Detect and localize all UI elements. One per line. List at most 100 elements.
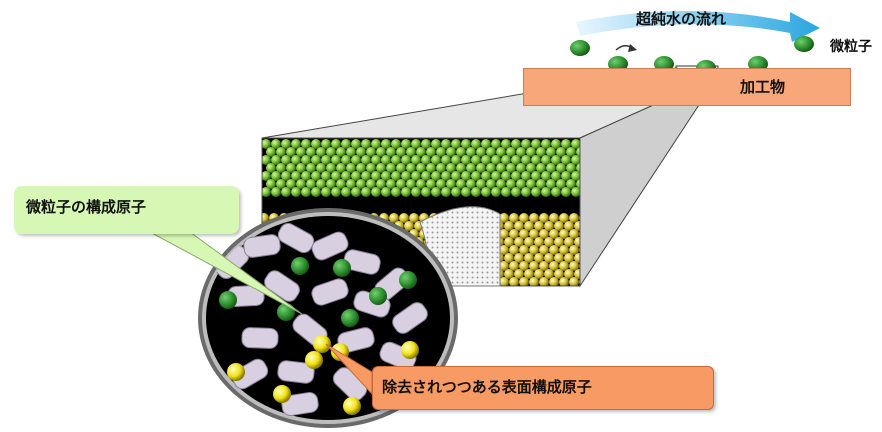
green-atom <box>266 147 276 157</box>
green-atom <box>561 187 571 197</box>
yellow-atom <box>564 269 574 279</box>
green-atom <box>406 179 416 189</box>
yellow-atom <box>524 269 534 279</box>
green-atom <box>331 171 341 181</box>
green-atom <box>311 187 321 197</box>
green-atom <box>401 171 411 181</box>
green-atom <box>361 187 371 197</box>
green-atom <box>506 147 516 157</box>
yellow-atom <box>499 229 509 239</box>
green-atom <box>476 147 486 157</box>
yellow-atom <box>539 277 549 286</box>
green-atom <box>466 147 476 157</box>
green-atom <box>411 139 421 149</box>
green-atom <box>521 171 531 181</box>
yellow-atom <box>262 213 269 223</box>
green-atom <box>501 155 511 165</box>
green-atom <box>351 155 361 165</box>
green-atom <box>461 187 471 197</box>
green-atom <box>436 147 446 157</box>
green-atom <box>271 155 281 165</box>
yellow-atom <box>594 269 604 279</box>
yellow-atom <box>559 245 569 255</box>
green-atom <box>541 187 551 197</box>
white-atom <box>392 302 428 334</box>
green-atom <box>366 147 376 157</box>
green-atom <box>466 179 476 189</box>
green-atom <box>326 147 336 157</box>
yellow-atom <box>529 213 539 223</box>
green-atom <box>506 179 516 189</box>
green-atom <box>571 139 580 149</box>
green-atom <box>336 163 346 173</box>
green-atom <box>436 163 446 173</box>
yellow-atom <box>569 229 579 239</box>
green-atom <box>262 171 271 181</box>
yellow-atom <box>534 269 544 279</box>
green-atom <box>561 155 571 165</box>
green-atom <box>536 163 546 173</box>
green-atom <box>491 187 501 197</box>
yellow-atom <box>524 253 534 263</box>
green-atom <box>386 163 396 173</box>
green-atom <box>341 139 351 149</box>
green-atom <box>501 171 511 181</box>
green-atom <box>386 179 396 189</box>
yellow-atom <box>519 261 529 271</box>
yellow-atom <box>313 335 331 353</box>
green-atom <box>521 187 531 197</box>
green-atom <box>361 171 371 181</box>
yellow-atom <box>534 221 544 231</box>
yellow-atom <box>509 229 519 239</box>
green-atom <box>491 139 501 149</box>
green-atom <box>321 155 331 165</box>
white-atom <box>281 391 319 417</box>
green-atom <box>511 155 521 165</box>
green-atom <box>399 271 417 289</box>
green-atom <box>481 187 491 197</box>
yellow-atom <box>559 261 569 271</box>
green-atom <box>546 179 556 189</box>
green-atom <box>381 139 391 149</box>
green-atom <box>262 155 271 165</box>
green-atom <box>561 139 571 149</box>
yellow-atom <box>559 213 569 223</box>
green-atom <box>446 163 456 173</box>
green-atom <box>396 163 406 173</box>
green-atom <box>576 163 580 173</box>
green-atom <box>291 257 309 275</box>
yellow-atom <box>305 351 323 369</box>
yellow-atom <box>559 229 569 239</box>
green-atom <box>531 155 541 165</box>
yellow-atom <box>574 269 580 279</box>
yellow-atom <box>409 213 419 223</box>
green-atom <box>426 163 436 173</box>
workpiece <box>523 68 851 106</box>
green-atom <box>391 187 401 197</box>
yellow-atom <box>534 237 544 247</box>
green-atom <box>426 147 436 157</box>
green-atom <box>356 179 366 189</box>
white-atom <box>311 278 349 306</box>
green-atom <box>431 187 441 197</box>
green-atom <box>333 259 351 277</box>
yellow-atom <box>529 245 539 255</box>
green-atom <box>326 163 336 173</box>
yellow-atom <box>554 221 564 231</box>
yellow-atom <box>509 245 519 255</box>
green-atom <box>296 179 306 189</box>
green-atom <box>536 179 546 189</box>
green-atom <box>431 139 441 149</box>
yellow-atom <box>504 253 514 263</box>
green-atom <box>291 187 301 197</box>
green-atom <box>481 139 491 149</box>
white-atom <box>243 234 281 258</box>
green-atom <box>311 139 321 149</box>
yellow-atom <box>514 221 524 231</box>
green-atom <box>356 147 366 157</box>
green-atom <box>511 171 521 181</box>
green-atom <box>541 155 551 165</box>
yellow-atom <box>529 277 539 286</box>
green-atom <box>341 187 351 197</box>
yellow-atom <box>399 213 409 223</box>
